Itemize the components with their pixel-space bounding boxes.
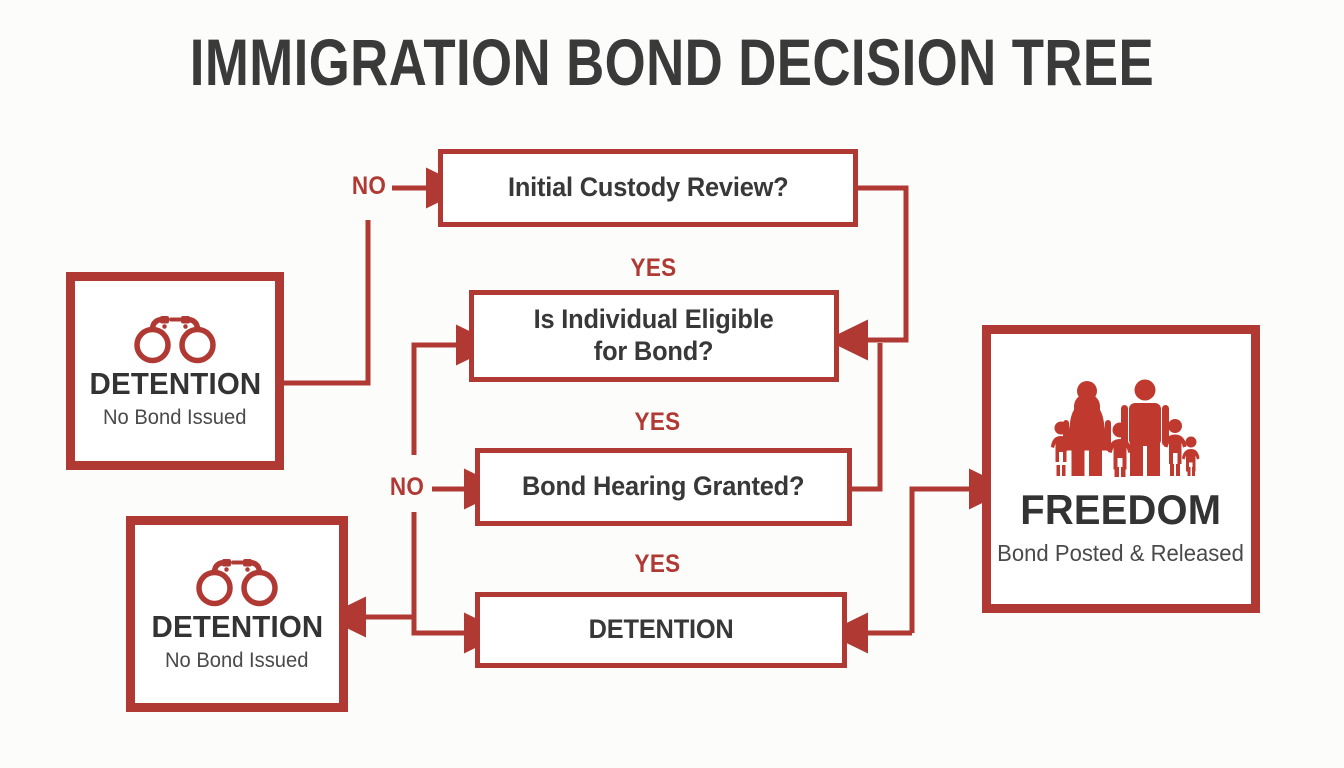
edge-label-no-1: NO — [351, 172, 387, 200]
card-freedom[interactable]: FREEDOM Bond Posted & Released — [982, 325, 1260, 613]
handcuffs-icon — [129, 312, 221, 364]
outcome-detention-label: DETENTION — [588, 614, 734, 645]
decision-initial-custody-review[interactable]: Initial Custody Review? — [438, 149, 858, 227]
edge-label-yes-2: YES — [634, 408, 681, 436]
decision-bond-hearing-granted[interactable]: Bond Hearing Granted? — [475, 448, 852, 526]
card-detention-bottom[interactable]: DETENTION No Bond Issued — [126, 516, 348, 712]
edge-label-yes-1: YES — [630, 254, 677, 282]
edge-label-no-2: NO — [389, 473, 425, 501]
outcome-detention-box[interactable]: DETENTION — [475, 592, 847, 668]
card-detention-bottom-subtitle: No Bond Issued — [165, 649, 309, 672]
card-freedom-title: FREEDOM — [1020, 485, 1222, 533]
card-detention-top-subtitle: No Bond Issued — [103, 406, 247, 429]
card-detention-bottom-title: DETENTION — [151, 609, 323, 644]
handcuffs-icon — [191, 555, 283, 607]
decision-initial-custody-review-label: Initial Custody Review? — [507, 172, 789, 203]
decision-eligible-line-2: for Bond? — [594, 336, 714, 366]
decision-is-individual-eligible-for-bond[interactable]: Is Individual Eligible for Bond? — [469, 290, 839, 382]
family-icon — [1041, 372, 1201, 484]
card-detention-top[interactable]: DETENTION No Bond Issued — [66, 272, 284, 470]
edge-label-yes-3: YES — [634, 550, 681, 578]
card-detention-top-title: DETENTION — [89, 366, 261, 401]
decision-eligible-line-1: Is Individual Eligible — [534, 304, 774, 335]
card-freedom-subtitle: Bond Posted & Released — [997, 539, 1245, 566]
decision-bond-hearing-granted-label: Bond Hearing Granted? — [522, 471, 805, 502]
page-title: IMMIGRATION BOND DECISION TREE — [189, 25, 1155, 99]
